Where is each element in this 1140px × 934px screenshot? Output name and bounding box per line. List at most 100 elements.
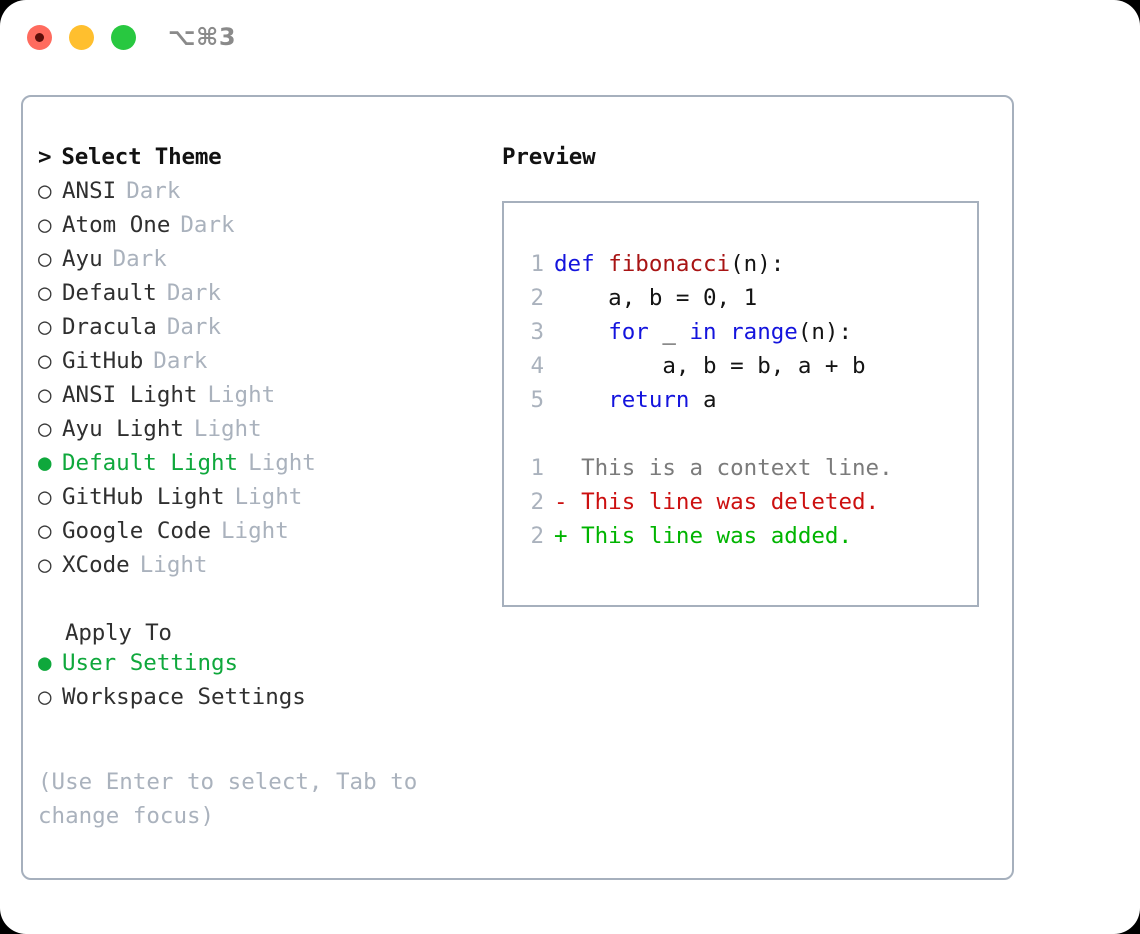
radio-unselected-icon: ○: [38, 246, 52, 272]
apply-to-option-label: Workspace Settings: [62, 684, 306, 710]
radio-unselected-icon: ○: [38, 348, 52, 374]
theme-list-item[interactable]: ○ Ayu Dark: [38, 242, 493, 276]
theme-item-name: Google Code: [62, 518, 212, 544]
radio-unselected-icon: ○: [38, 684, 52, 710]
apply-to-option[interactable]: ○ Workspace Settings: [38, 680, 493, 714]
theme-item-name: XCode: [62, 552, 130, 578]
select-theme-heading: > Select Theme: [38, 140, 493, 174]
theme-item-name: Ayu Light: [62, 416, 184, 442]
diff-line-number: 2: [530, 489, 544, 515]
section-divider: [38, 582, 493, 620]
code-line-number: 5: [530, 387, 544, 413]
code-token-fn: fibonacci: [608, 251, 731, 277]
theme-item-kind: Light: [221, 518, 289, 544]
code-line: 5 return a: [518, 383, 893, 417]
radio-unselected-icon: ○: [38, 484, 52, 510]
diff-line-text: This line was added.: [567, 523, 853, 549]
prompt-caret-icon: >: [38, 144, 52, 170]
keyboard-hint: (Use Enter to select, Tab to change focu…: [38, 765, 458, 833]
theme-item-name: Ayu: [62, 246, 103, 272]
theme-list-item[interactable]: ○ Default Dark: [38, 276, 493, 310]
theme-list-item[interactable]: ○ GitHub Light Light: [38, 480, 493, 514]
theme-item-kind: Light: [207, 382, 276, 408]
code-line-number: 3: [530, 319, 544, 345]
code-token-plain: _: [648, 319, 690, 345]
minimize-window-button[interactable]: [69, 25, 94, 50]
diff-line-text: This line was deleted.: [567, 489, 880, 515]
code-token-kw: in: [689, 319, 717, 345]
radio-unselected-icon: ○: [38, 518, 52, 544]
select-theme-heading-label: Select Theme: [61, 144, 222, 170]
code-token-plain: a, b = 0, 1: [554, 285, 758, 311]
code-diff-spacer: [518, 417, 893, 451]
diff-line-context: 1 This is a context line.: [518, 451, 893, 485]
apply-to-heading: Apply To: [65, 620, 172, 646]
theme-list-item[interactable]: ○ ANSI Light Light: [38, 378, 493, 412]
code-line-number: 2: [530, 285, 544, 311]
radio-unselected-icon: ○: [38, 280, 52, 306]
traffic-light-group: [27, 25, 136, 50]
diff-line-text: This is a context line.: [567, 455, 893, 481]
theme-item-name: GitHub: [62, 348, 144, 374]
code-token-plain: (n):: [797, 319, 853, 345]
close-window-button[interactable]: [27, 25, 52, 50]
apply-to-option[interactable]: ●User Settings: [38, 646, 493, 680]
radio-unselected-icon: ○: [38, 212, 52, 238]
close-icon: [35, 33, 44, 42]
diff-line-deleted: 2- This line was deleted.: [518, 485, 893, 519]
code-token-plain: [554, 319, 608, 345]
keyboard-hint-line-1: (Use Enter to select, Tab to: [38, 769, 418, 795]
theme-item-kind: Light: [234, 484, 303, 510]
theme-item-name: Default: [62, 280, 157, 306]
window-title: ⌥⌘3: [168, 23, 237, 51]
apply-to-option-label: User Settings: [62, 650, 239, 676]
theme-item-kind: Light: [139, 552, 208, 578]
theme-list-item[interactable]: ○ Atom One Dark: [38, 208, 493, 242]
code-line: 2 a, b = 0, 1: [518, 281, 893, 315]
theme-item-name: ANSI Light: [62, 382, 198, 408]
radio-unselected-icon: ○: [38, 416, 52, 442]
code-token-plain: [554, 387, 608, 413]
diff-sign: +: [554, 523, 568, 549]
code-token-plain: a: [689, 387, 717, 413]
radio-unselected-icon: ○: [38, 382, 52, 408]
code-token-kw: range: [730, 319, 798, 345]
diff-line-number: 1: [530, 455, 544, 481]
preview-title: Preview: [502, 144, 596, 170]
keyboard-hint-line-2: change focus): [38, 803, 215, 829]
theme-item-name: ANSI: [62, 178, 117, 204]
code-token-plain: (n):: [730, 251, 785, 277]
maximize-window-button[interactable]: [111, 25, 136, 50]
code-line: 4 a, b = b, a + b: [518, 349, 893, 383]
code-token-kw: for: [608, 319, 649, 345]
theme-item-kind: Dark: [166, 280, 222, 306]
theme-item-kind: Dark: [112, 246, 167, 272]
code-line-number: 4: [530, 353, 544, 379]
diff-sign: -: [554, 489, 568, 515]
code-token-kw: return: [608, 387, 690, 413]
theme-item-name: GitHub Light: [62, 484, 225, 510]
theme-item-name: Atom One: [62, 212, 171, 238]
apply-to-option-list: ●User Settings ○ Workspace Settings: [38, 646, 493, 714]
theme-list-item[interactable]: ○ Google Code Light: [38, 514, 493, 548]
theme-item-kind: Dark: [166, 314, 222, 340]
radio-unselected-icon: ○: [38, 314, 52, 340]
code-line: 3 for _ in range(n):: [518, 315, 893, 349]
diff-line-added: 2+ This line was added.: [518, 519, 893, 553]
theme-item-kind: Dark: [180, 212, 235, 238]
code-token-plain: [717, 319, 731, 345]
theme-item-name: Default Light: [62, 450, 239, 476]
code-line-number: 1: [530, 251, 544, 277]
theme-item-kind: Light: [248, 450, 316, 476]
